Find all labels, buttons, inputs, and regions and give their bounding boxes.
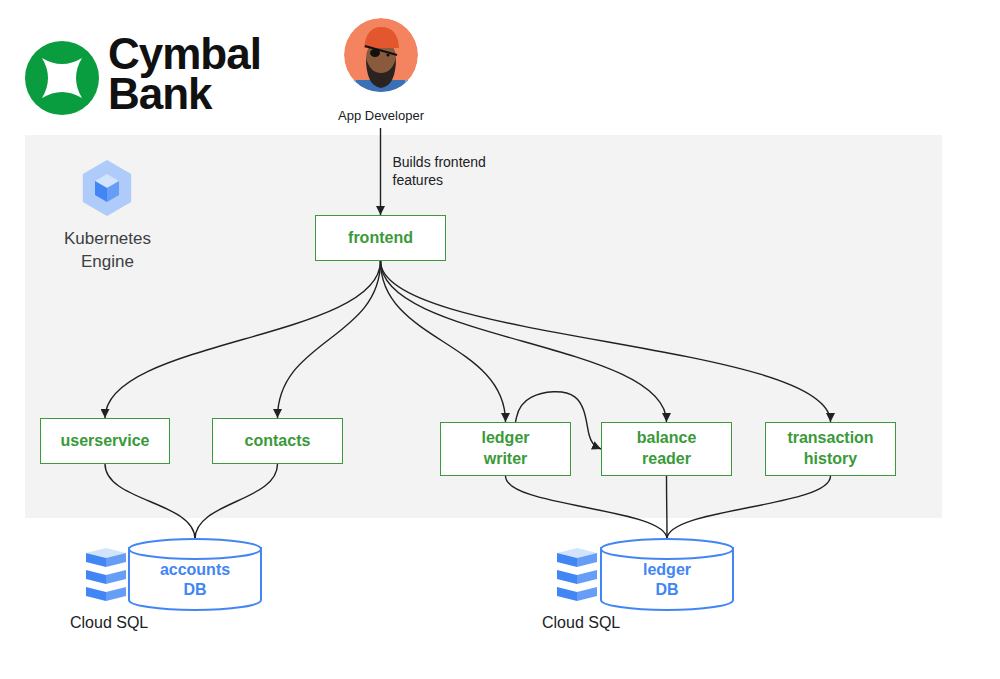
node-label: contacts [245,431,311,452]
avatar-ground [344,18,418,92]
node-caption: Cloud SQL [70,614,148,632]
icon-face [106,570,126,584]
node-label: frontend [348,228,413,249]
database-cylinder: accounts DBCloud SQL [128,538,262,610]
cloud-sql-icon [86,548,126,601]
node-label: ledger writer [462,428,550,470]
node-label: App Developer [326,108,436,123]
avatar [340,18,422,100]
service-box: balance reader [601,422,732,476]
connector [278,261,381,418]
service-box: frontend [315,215,446,261]
node-label: accounts DB [150,560,240,600]
icon-face [106,553,126,567]
avatar-cap [364,27,399,48]
connector [195,464,278,539]
connector [380,128,381,215]
avatar-eye-patch [370,49,380,57]
connector [105,261,381,418]
actor: App Developer [326,14,436,126]
connector [381,261,831,422]
connector [516,392,602,449]
database-cylinder: ledger DBCloud SQL [600,538,734,610]
icon-face [86,570,106,584]
edge-label: Builds frontend features [393,154,511,189]
icon-face [557,553,577,567]
service-box: userservice [40,418,170,464]
cylinder-top [601,539,733,559]
icon-face [577,570,597,584]
avatar-shirt [340,80,422,100]
cluster-region: Kubernetes Engine frontend userservice cont… [25,135,942,518]
icon-face [557,548,597,558]
icon-face [577,553,597,567]
connector [105,464,195,539]
icon-face [557,587,577,601]
icon-face [86,548,126,558]
connector [666,476,668,539]
icon-face [557,570,577,584]
icon-face [577,587,597,601]
cloud-sql-icon [557,548,597,601]
node-label: ledger DB [637,560,697,600]
avatar-stripe [352,80,356,100]
icon-face [86,587,106,601]
logo-mark [25,41,99,115]
avatar-face [366,40,396,76]
avatar-stripe [405,80,409,100]
connector [667,476,831,539]
logo-wordmark: Cymbal Bank [108,34,280,114]
node-label: balance reader [623,428,711,470]
service-box: ledger writer [440,422,571,476]
connector [381,261,506,422]
icon-face [106,587,126,601]
service-box: transaction history [765,422,896,476]
node-label: transaction history [787,428,875,470]
connector [381,261,667,422]
logo-star [42,58,82,98]
avatar-patch-band [365,46,397,55]
node-label: userservice [61,431,150,452]
avatar-eye [386,53,389,56]
logo-circle [25,41,99,115]
node-label: Kubernetes Engine [55,228,160,274]
connector [506,476,668,539]
service-box: contacts [212,418,343,464]
node-caption: Cloud SQL [542,614,620,632]
cylinder-top [129,539,261,559]
avatar-beard [366,58,396,88]
icon-face [86,553,106,567]
